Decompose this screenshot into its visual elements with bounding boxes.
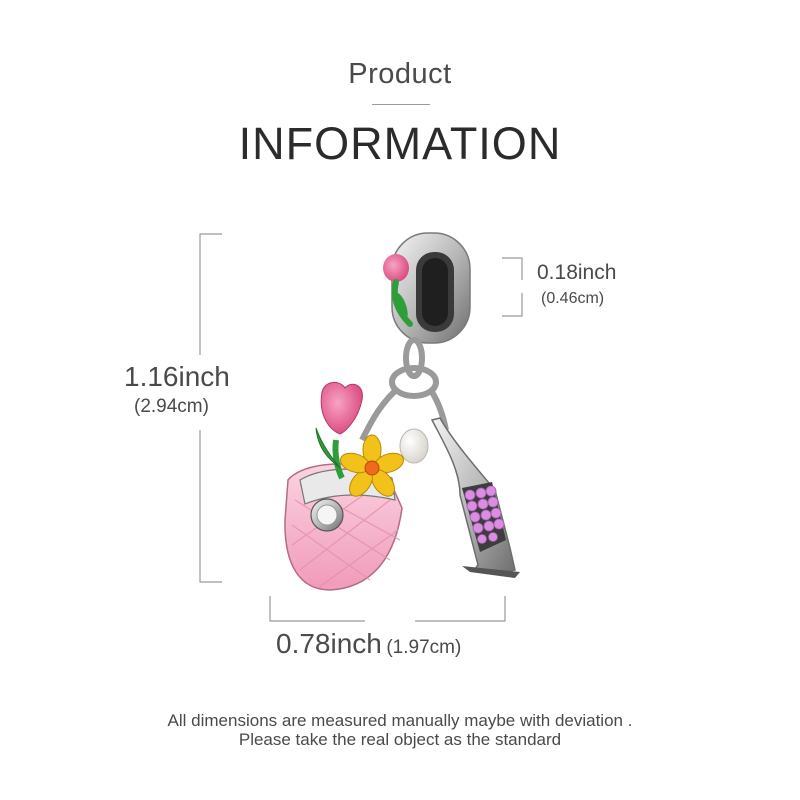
footer-disclaimer-line1: All dimensions are measured manually may… <box>167 711 633 730</box>
yellow-flower <box>339 434 405 497</box>
footer-disclaimer-line2: Please take the real object as the stand… <box>238 730 562 749</box>
height-cm-label: (2.94cm) <box>134 396 209 417</box>
width-inch-label: 0.78inch <box>276 628 382 659</box>
width-bracket-right <box>415 596 506 622</box>
header-divider <box>372 104 430 105</box>
bail-bracket-top <box>502 257 523 280</box>
header-subtitle: Product <box>348 58 452 90</box>
bail-cm-label: (0.46cm) <box>541 290 605 307</box>
handbag <box>284 463 403 591</box>
bail-bracket-bottom <box>502 293 523 317</box>
width-cm-label: (1.97cm) <box>386 637 462 658</box>
bail <box>383 232 471 344</box>
height-bracket-bottom <box>199 430 222 583</box>
pearl <box>399 428 429 464</box>
bail-inch-label: 0.18inch <box>537 261 617 284</box>
height-inch-label: 1.16inch <box>124 361 230 392</box>
connector-loops <box>359 337 449 442</box>
tulip-flower <box>315 382 363 480</box>
width-bracket-left <box>269 596 365 622</box>
header-title: INFORMATION <box>238 118 562 169</box>
high-heel-shoe <box>430 417 520 578</box>
height-bracket-top <box>199 233 222 355</box>
width-label: 0.78inch (1.97cm) <box>276 628 461 660</box>
